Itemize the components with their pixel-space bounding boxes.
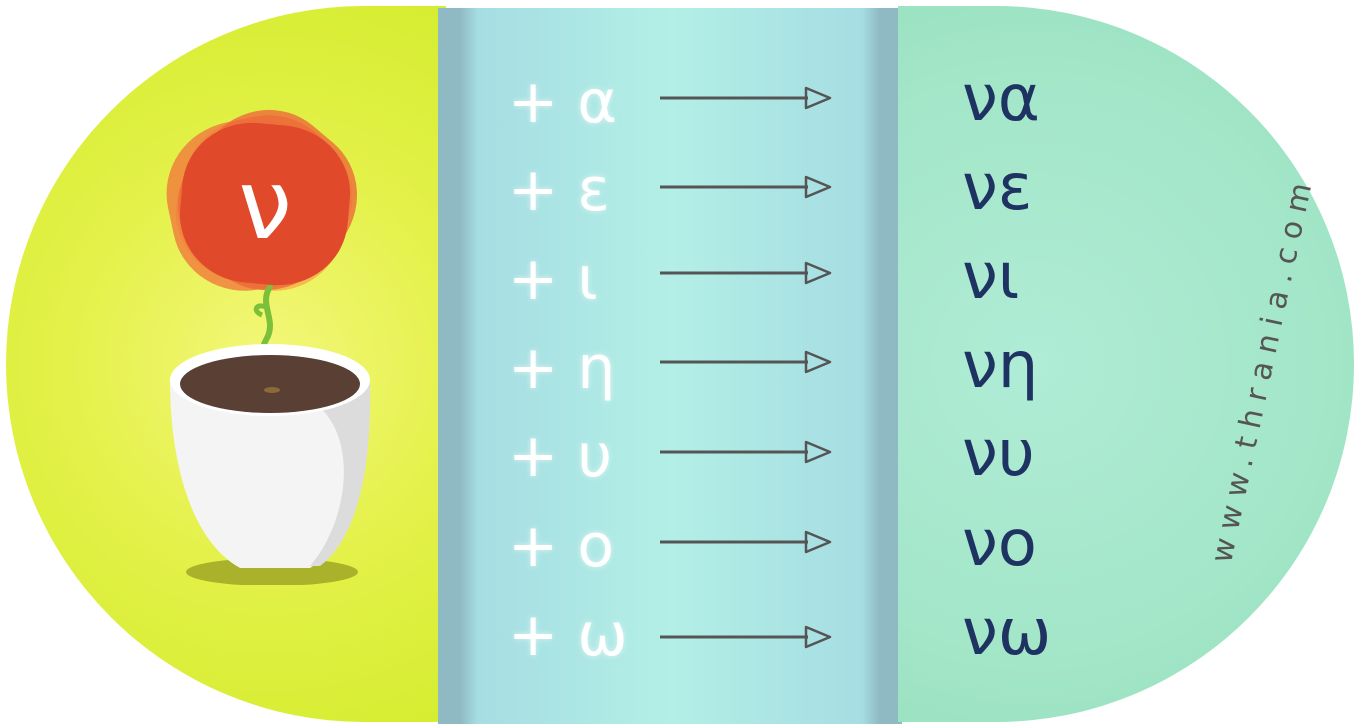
vowel-label-7: + ω	[508, 600, 628, 670]
vowel-label-2: + ε	[508, 155, 610, 225]
syllable-6: νο	[962, 507, 1037, 581]
vowel-label-3: + ι	[508, 244, 598, 314]
syllable-3: νι	[962, 240, 1020, 314]
middle-panel	[438, 8, 902, 724]
syllable-5: νυ	[962, 417, 1035, 491]
arrow-icon	[660, 625, 832, 649]
vowel-label-6: + ο	[508, 511, 615, 581]
syllable-7: νω	[962, 596, 1052, 670]
arrow-icon	[660, 530, 832, 554]
syllable-2: νε	[962, 151, 1033, 225]
flower-pot-icon	[170, 344, 371, 585]
flower-letter: ν	[238, 149, 292, 261]
arrow-icon	[660, 175, 832, 199]
vowel-label-4: + η	[508, 333, 616, 403]
arrow-icon	[660, 350, 832, 374]
arrow-icon	[660, 261, 832, 285]
syllable-4: νη	[962, 329, 1039, 403]
arrow-icon	[660, 86, 832, 110]
arrow-icon	[660, 440, 832, 464]
vowel-label-5: + υ	[508, 421, 613, 491]
syllable-1: να	[962, 62, 1040, 136]
vowel-label-1: + α	[508, 67, 617, 137]
